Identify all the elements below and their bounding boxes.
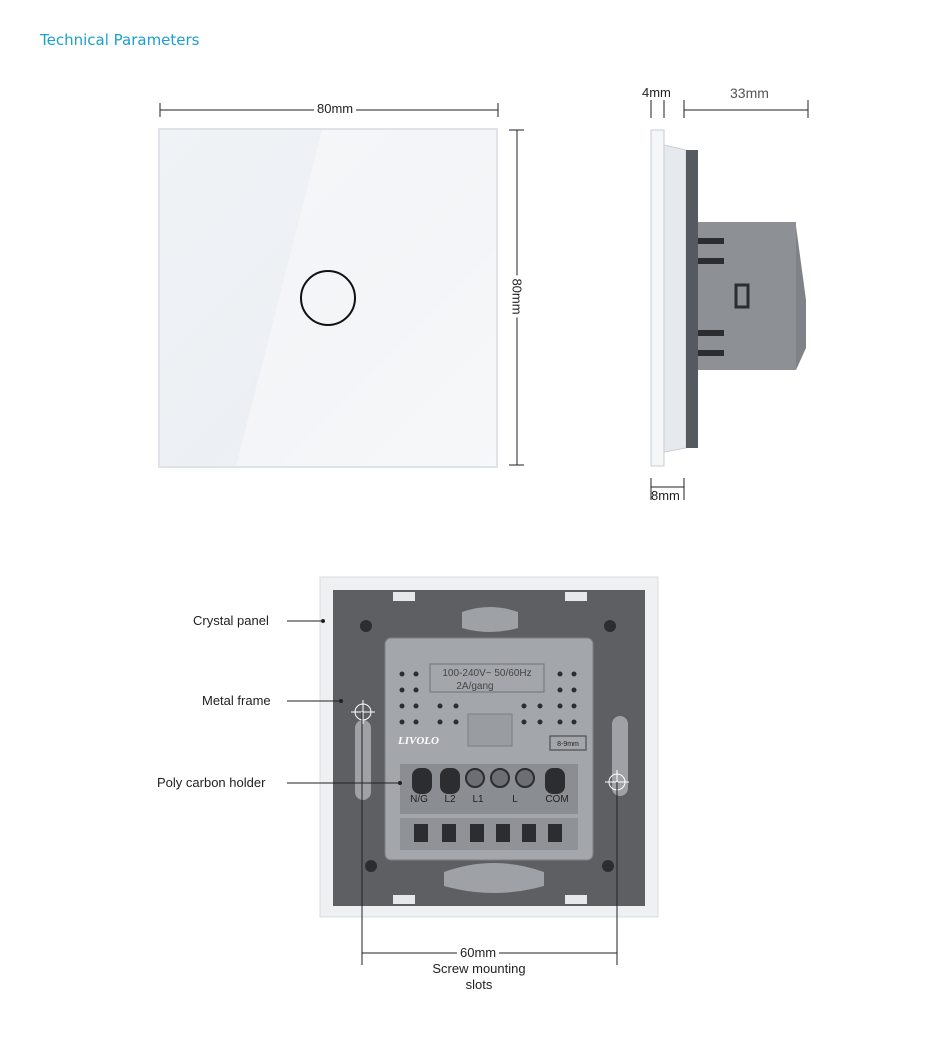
terminal-l: L [512, 794, 518, 805]
glass-thickness-label: 4mm [642, 85, 671, 100]
module-brand: LIVOLO [397, 735, 439, 747]
screw-spacing-caption: Screw mounting slots [432, 961, 526, 992]
depth-label: 33mm [730, 85, 769, 101]
terminal-l1: L1 [472, 794, 484, 805]
callout-metal-frame: Metal frame [202, 693, 271, 708]
module-strip-length: 8-9mm [557, 741, 579, 748]
module-rating-line1: 100-240V~ 50/60Hz [442, 668, 531, 679]
callout-leaders [287, 620, 400, 784]
callout-poly-carbon-holder: Poly carbon holder [157, 775, 266, 790]
page-heading: Technical Parameters [40, 31, 200, 49]
front-height-label: 80mm [509, 275, 525, 318]
front-panel [158, 128, 498, 468]
terminal-com: COM [545, 794, 568, 805]
callout-crystal-panel: Crystal panel [193, 613, 269, 628]
front-width-label: 80mm [314, 101, 357, 116]
side-dimensions [650, 100, 809, 500]
back-view [319, 576, 659, 918]
terminal-l2: L2 [444, 794, 456, 805]
touch-button-ring [300, 270, 356, 326]
module-rating-line2: 2A/gang [456, 681, 493, 692]
screw-spacing-label: 60mm [457, 945, 500, 960]
frame-depth-label: 8mm [651, 488, 680, 503]
side-view [650, 129, 806, 467]
terminal-ng: N/G [410, 794, 428, 805]
